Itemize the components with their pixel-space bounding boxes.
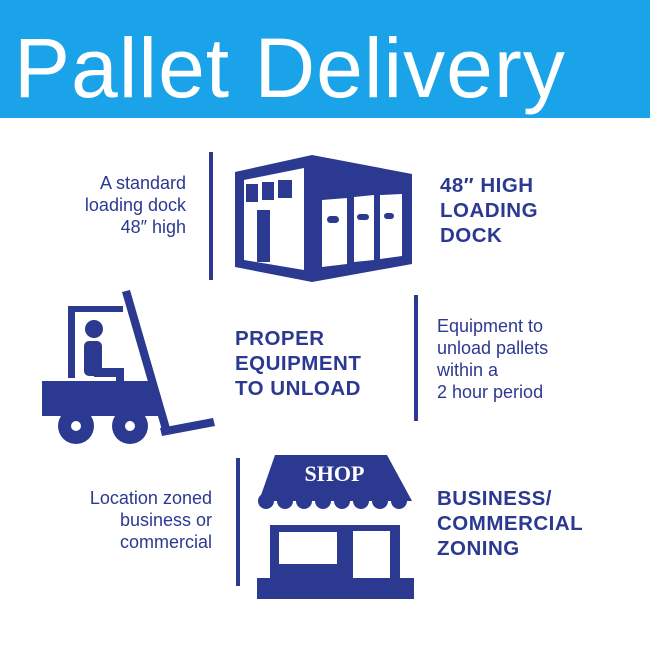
header-banner: Pallet Delivery xyxy=(0,0,650,118)
zoning-heading: BUSINESS/ COMMERCIAL ZONING xyxy=(437,486,583,561)
zoning-description: Location zoned business or commercial xyxy=(90,487,212,553)
desc-line: Equipment to xyxy=(437,316,544,336)
desc-line: unload pallets xyxy=(437,338,549,358)
heading-line: PROPER xyxy=(235,327,325,350)
divider xyxy=(209,152,213,280)
divider xyxy=(236,458,240,586)
heading-line: DOCK xyxy=(440,224,503,247)
shop-sign-label: SHOP xyxy=(304,461,365,486)
shop-icon: SHOP xyxy=(257,455,417,600)
forklift-icon xyxy=(42,290,215,444)
heading-line: COMMERCIAL xyxy=(437,512,584,535)
desc-line: Location zoned xyxy=(89,488,212,508)
desc-line: loading dock xyxy=(84,195,186,215)
heading-line: BUSINESS/ xyxy=(437,487,552,510)
heading-line: TO UNLOAD xyxy=(235,377,361,400)
heading-line: ZONING xyxy=(437,537,520,560)
desc-line: business or xyxy=(119,510,212,530)
page-title: Pallet Delivery xyxy=(14,21,566,115)
desc-line: commercial xyxy=(119,532,212,552)
equipment-description: Equipment to unload pallets within a 2 h… xyxy=(437,315,548,403)
desc-line: within a xyxy=(437,360,499,380)
heading-line: 48″ HIGH xyxy=(440,174,534,197)
desc-line: A standard xyxy=(99,173,186,193)
heading-line: EQUIPMENT xyxy=(235,352,362,375)
heading-line: LOADING xyxy=(440,199,539,222)
divider xyxy=(414,295,418,421)
desc-line: 48″ high xyxy=(120,217,186,237)
loading-dock-heading: 48″ HIGH LOADING DOCK xyxy=(440,173,538,248)
building-icon xyxy=(235,155,412,282)
loading-dock-description: A standard loading dock 48″ high xyxy=(85,172,186,238)
desc-line: 2 hour period xyxy=(437,382,544,402)
equipment-heading: PROPER EQUIPMENT TO UNLOAD xyxy=(235,326,361,401)
